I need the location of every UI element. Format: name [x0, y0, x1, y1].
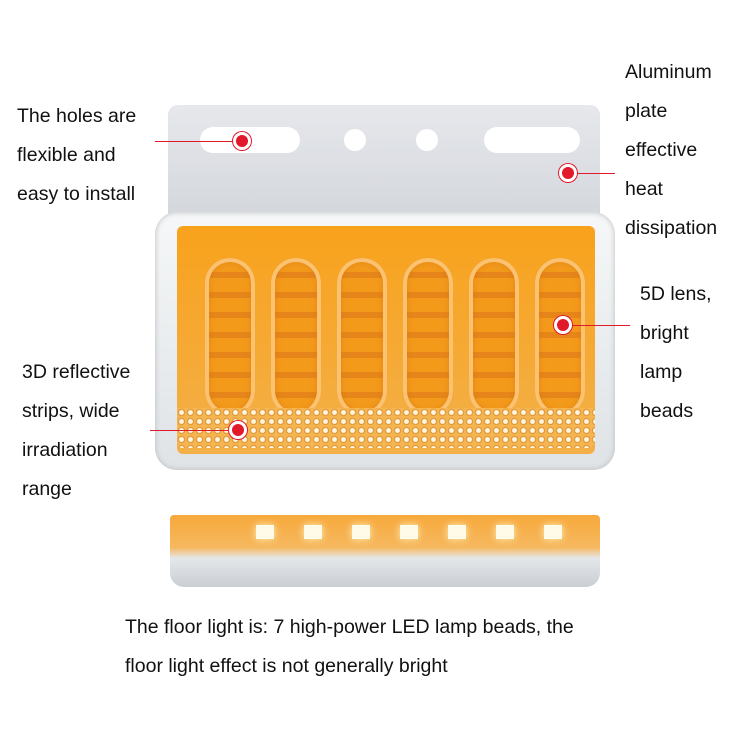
callout-text: flexible and	[17, 144, 116, 166]
callout-dot	[559, 164, 577, 182]
callout-strips: 3D reflective strips, wide irradiation r…	[22, 353, 130, 509]
caption: The floor light is: 7 high-power LED lam…	[125, 608, 574, 686]
callout-text: dissipation	[625, 217, 718, 239]
lens-capsule	[271, 258, 321, 416]
callout-lens: 5D lens, bright lamp beads	[640, 275, 712, 431]
callout-text: beads	[640, 400, 694, 422]
callout-text: Aluminum	[625, 61, 712, 83]
caption-line: floor light effect is not generally brig…	[125, 655, 448, 677]
callout-text: irradiation	[22, 439, 108, 461]
mounting-hole	[344, 129, 366, 151]
lens-capsule	[337, 258, 387, 416]
lens-capsule	[535, 258, 585, 416]
led-bead	[400, 525, 418, 539]
callout-text: heat	[625, 178, 663, 200]
callout-aluminum: Aluminum plate effective heat dissipatio…	[625, 53, 717, 248]
caption-line: The floor light is: 7 high-power LED lam…	[125, 616, 574, 638]
floor-light	[170, 515, 600, 587]
callout-text: bright	[640, 322, 689, 344]
lens-capsule	[205, 258, 255, 416]
led-bead	[256, 525, 274, 539]
callout-text: The holes are	[17, 105, 137, 127]
lens-capsule	[403, 258, 453, 416]
callout-dot	[233, 132, 251, 150]
callout-line	[565, 325, 630, 326]
callout-text: range	[22, 478, 72, 500]
led-bead	[304, 525, 322, 539]
lamp-body	[155, 212, 615, 470]
callout-text: 3D reflective	[22, 361, 131, 383]
callout-text: strips, wide	[22, 400, 120, 422]
lens-capsule	[469, 258, 519, 416]
mounting-slot	[484, 127, 580, 153]
callout-text: 5D lens,	[640, 283, 712, 305]
callout-line	[570, 173, 615, 174]
led-bead	[496, 525, 514, 539]
mounting-hole	[416, 129, 438, 151]
callout-dot	[554, 316, 572, 334]
led-bead	[544, 525, 562, 539]
callout-holes: The holes are flexible and easy to insta…	[17, 97, 136, 214]
callout-text: easy to install	[17, 183, 136, 205]
callout-text: effective	[625, 139, 698, 161]
callout-line	[150, 430, 238, 431]
led-bead	[448, 525, 466, 539]
callout-dot	[229, 421, 247, 439]
callout-text: plate	[625, 100, 668, 122]
callout-line	[155, 141, 240, 142]
callout-text: lamp	[640, 361, 683, 383]
led-bead	[352, 525, 370, 539]
